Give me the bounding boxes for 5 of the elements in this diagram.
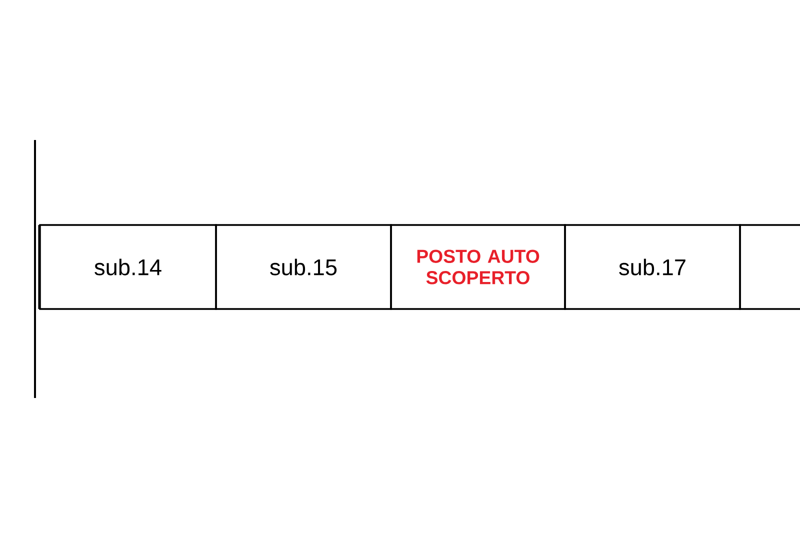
- parking-space: sub.14: [39, 224, 217, 310]
- parking-space: sub.15: [215, 224, 392, 310]
- parking-space: [739, 224, 800, 310]
- parking-space: POSTO AUTO SCOPERTO: [390, 224, 566, 310]
- parking-space: sub.17: [564, 224, 741, 310]
